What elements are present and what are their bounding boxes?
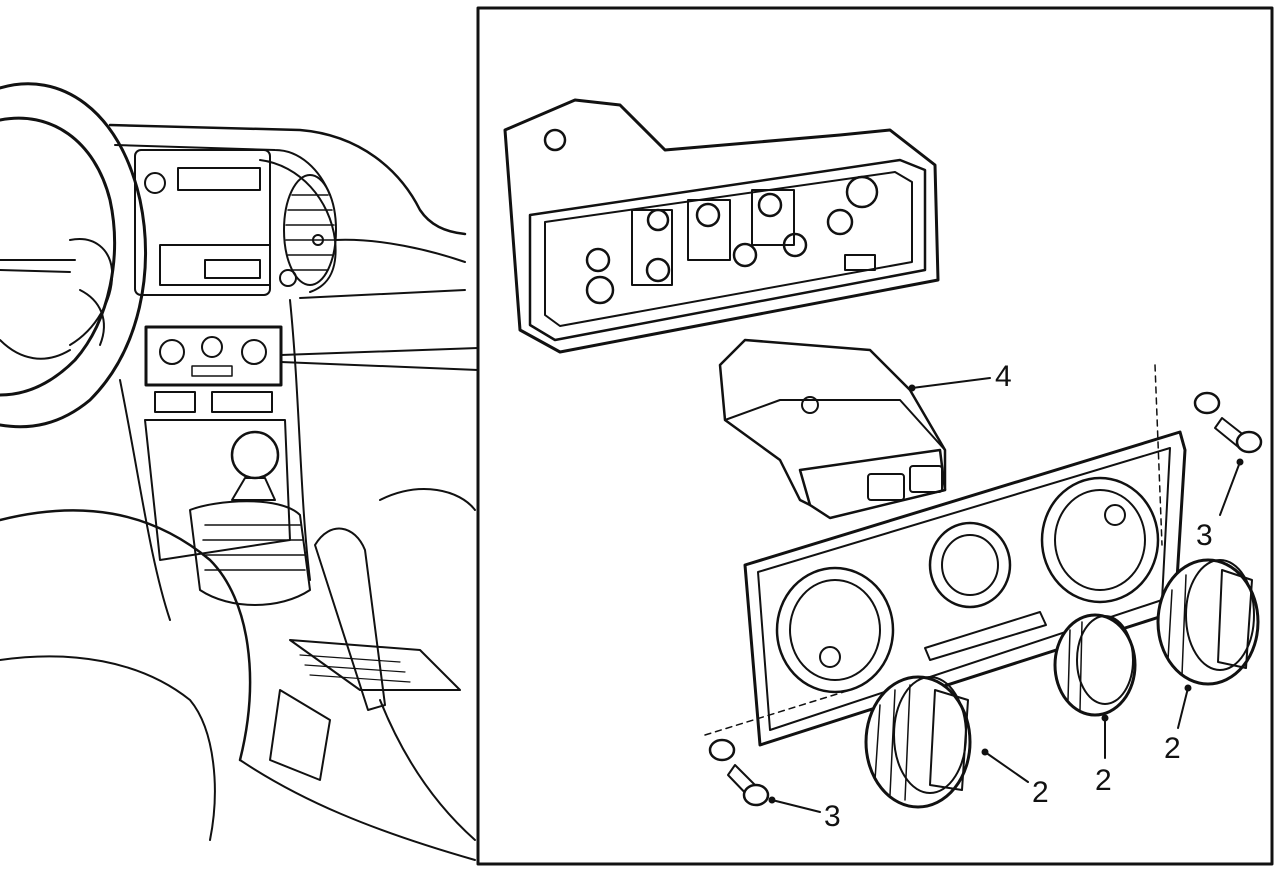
- switch-module: [718, 338, 947, 520]
- callout-2-right: 2: [1164, 684, 1192, 765]
- steering-wheel: [0, 82, 148, 429]
- callout-4-label: 4: [995, 360, 1012, 393]
- callout-2-center-label: 2: [1095, 764, 1112, 797]
- zoom-frame: [476, 6, 1274, 866]
- callout-3-top: 3: [1196, 458, 1244, 552]
- control-housing: [503, 98, 940, 354]
- radio-panel: [134, 149, 297, 296]
- knob-center: [1053, 613, 1137, 717]
- knob-left: [864, 675, 972, 809]
- callout-3-top-label: 3: [1196, 519, 1213, 552]
- knob-right: [1156, 558, 1260, 686]
- callout-2-left-label: 2: [1032, 776, 1049, 809]
- gear-shifter: [189, 430, 311, 606]
- air-vent: [283, 174, 337, 286]
- callout-2-center: 2: [1095, 714, 1112, 797]
- handbrake: [289, 527, 461, 711]
- front-fascia: [743, 430, 1187, 747]
- callout-3-bottom: 3: [768, 796, 841, 833]
- screw-bottom-left: [708, 738, 770, 807]
- callout-2-right-label: 2: [1164, 732, 1181, 765]
- screw-top-right: [1193, 391, 1263, 454]
- callout-4: 4: [908, 360, 1012, 393]
- dashboard-overview: [0, 82, 479, 861]
- callout-2-left: 2: [981, 748, 1049, 809]
- climate-panel-overview: [144, 325, 283, 413]
- callout-3-bottom-label: 3: [824, 800, 841, 833]
- housing-connectors: [543, 128, 879, 305]
